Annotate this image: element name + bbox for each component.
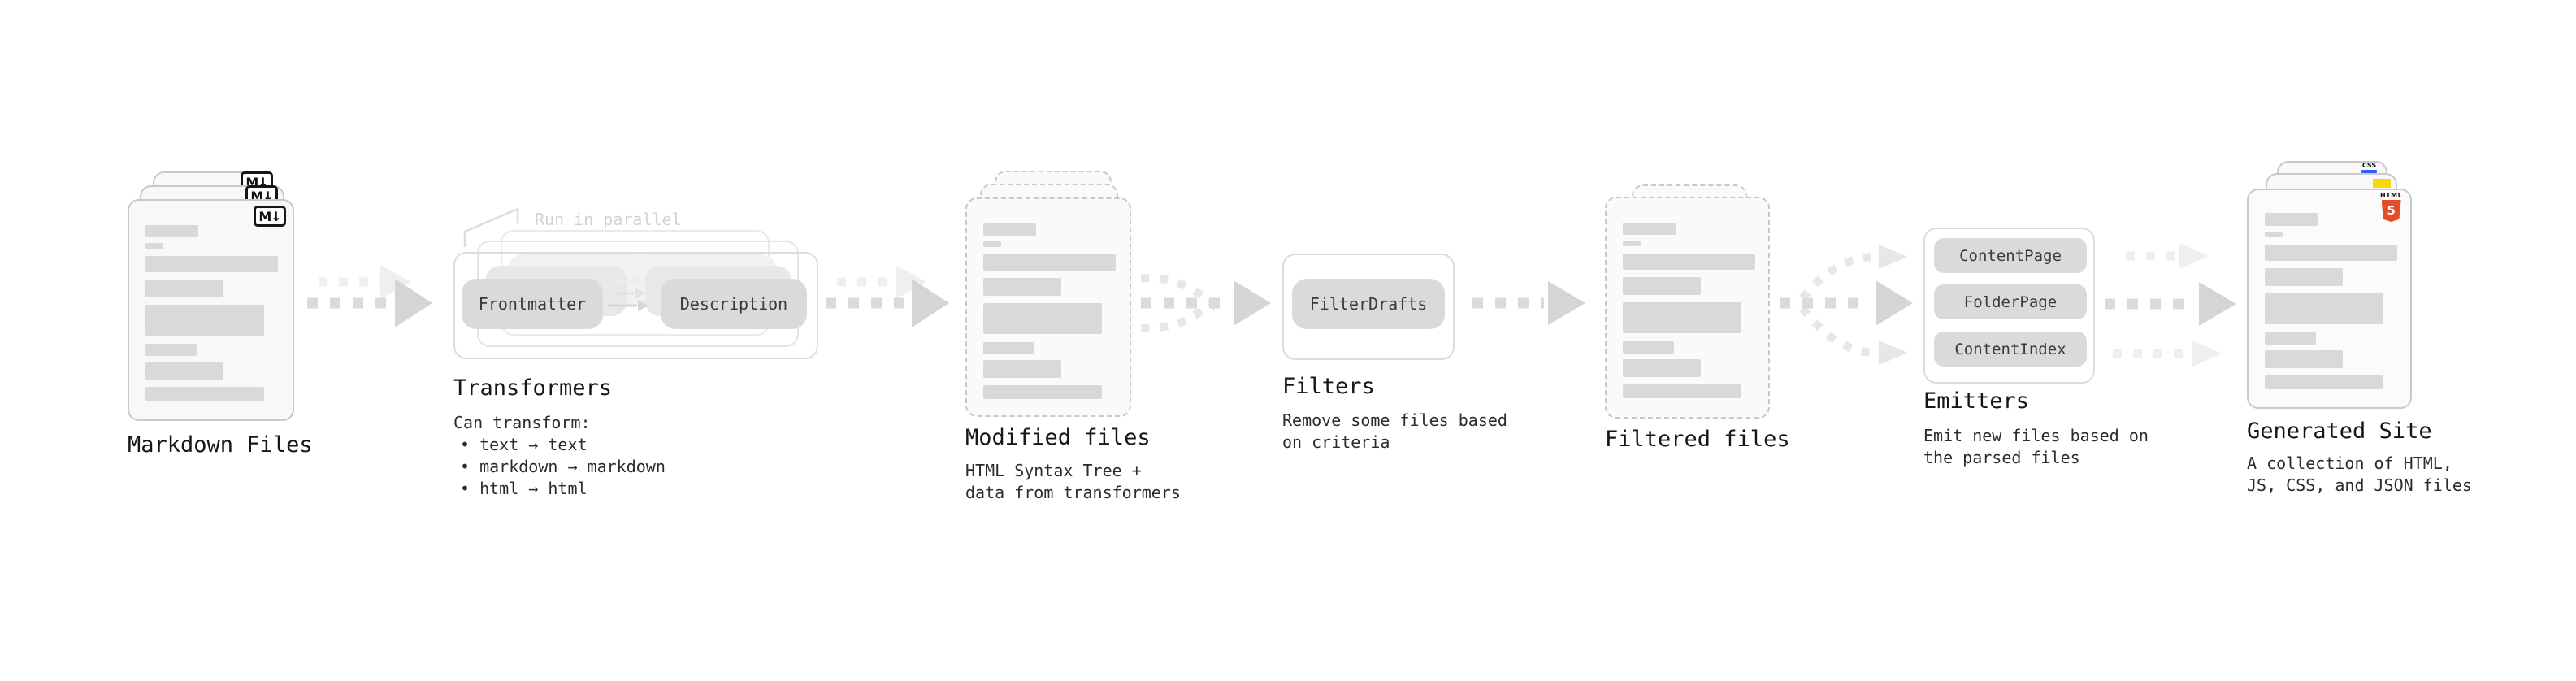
text-line-placeholder	[145, 387, 264, 401]
stage-label-emitters: Emitters	[1923, 388, 2030, 414]
text-line-placeholder	[983, 342, 1034, 354]
flow-arrow-filters-to-filtered	[1472, 281, 1585, 325]
filtered-file-card-front	[1605, 197, 1770, 419]
stage-label-modified-files: Modified files	[965, 425, 1151, 450]
text-line-placeholder	[983, 223, 1036, 236]
stage-label-transformers: Transformers	[453, 375, 613, 401]
text-line-placeholder	[145, 344, 197, 356]
text-line-placeholder	[1623, 277, 1701, 295]
transformers-desc-title: Can transform:	[453, 413, 591, 432]
flow-arrow-transformers-to-modified	[826, 265, 949, 327]
text-line-placeholder	[145, 305, 264, 336]
flow-arrow-filtered-to-emitters	[1780, 245, 1913, 365]
text-line-placeholder	[2265, 213, 2318, 226]
modified-file-card-front	[965, 197, 1131, 417]
site-file-card-front	[2247, 189, 2412, 409]
transformer-box-front	[453, 252, 818, 359]
text-line-placeholder	[983, 241, 1001, 247]
css-underline	[2361, 170, 2377, 173]
transformer-pill-description: Description	[661, 279, 807, 329]
text-line-placeholder	[2265, 232, 2283, 237]
text-line-placeholder	[1623, 241, 1641, 246]
text-line-placeholder	[145, 280, 223, 297]
css-wordmark: CSS	[2361, 162, 2377, 169]
html5-wordmark: HTML	[2380, 192, 2403, 199]
html5-shield: 5	[2381, 200, 2401, 222]
markdown-file-card-front	[128, 199, 294, 421]
stage-sub-generated-site: A collection of HTML, JS, CSS, and JSON …	[2247, 453, 2472, 495]
emitter-pill-folderpage: FolderPage	[1934, 284, 2087, 319]
text-line-placeholder	[1623, 254, 1755, 270]
text-line-placeholder	[2265, 375, 2383, 389]
stage-label-markdown-files: Markdown Files	[128, 432, 313, 458]
text-line-placeholder	[2265, 293, 2383, 324]
text-line-placeholder	[2265, 332, 2316, 345]
flow-arrow-markdown-to-transformers	[307, 265, 432, 327]
text-line-placeholder	[145, 243, 163, 249]
flow-arrow-emitters-to-site	[2105, 243, 2236, 367]
text-line-placeholder	[983, 278, 1061, 296]
text-line-placeholder	[145, 362, 223, 380]
text-line-placeholder	[983, 360, 1061, 378]
stage-label-filters: Filters	[1282, 374, 1375, 399]
html5-number: 5	[2387, 203, 2396, 218]
text-line-placeholder	[1623, 384, 1741, 398]
stage-sub-emitters: Emit new files based on the parsed files	[1923, 426, 2149, 467]
transformers-bullet: • text → text	[460, 435, 588, 454]
js-icon	[2373, 179, 2391, 188]
stage-sub-modified-files: HTML Syntax Tree + data from transformer…	[965, 461, 1181, 502]
stage-label-filtered-files: Filtered files	[1605, 427, 1790, 452]
text-line-placeholder	[983, 385, 1102, 399]
emitter-pill-contentpage: ContentPage	[1934, 238, 2087, 273]
text-line-placeholder	[2265, 350, 2343, 368]
flow-arrow-modified-to-filters	[1140, 274, 1271, 332]
transformers-bullet: • markdown → markdown	[460, 457, 666, 476]
text-line-placeholder	[983, 254, 1116, 271]
text-line-placeholder	[1623, 302, 1741, 333]
text-line-placeholder	[983, 303, 1102, 334]
emitter-pill-contentindex: ContentIndex	[1934, 332, 2087, 367]
run-in-parallel-annotation: Run in parallel	[535, 210, 682, 229]
text-line-placeholder	[1623, 341, 1674, 354]
text-line-placeholder	[2265, 268, 2343, 286]
html5-icon: HTML 5	[2380, 192, 2402, 222]
text-line-placeholder	[145, 256, 278, 272]
text-line-placeholder	[145, 225, 198, 237]
text-line-placeholder	[1623, 223, 1676, 235]
css-icon: CSS	[2361, 163, 2377, 173]
text-line-placeholder	[1623, 359, 1701, 377]
stage-sub-filters: Remove some files based on criteria	[1282, 410, 1507, 452]
stage-label-generated-site: Generated Site	[2247, 419, 2432, 444]
markdown-icon: M↓	[254, 206, 286, 227]
text-line-placeholder	[2265, 245, 2397, 261]
transformers-bullet: • html → html	[460, 479, 588, 498]
filter-pill-filterdrafts: FilterDrafts	[1292, 279, 1445, 329]
transformer-pill-frontmatter: Frontmatter	[462, 279, 603, 329]
